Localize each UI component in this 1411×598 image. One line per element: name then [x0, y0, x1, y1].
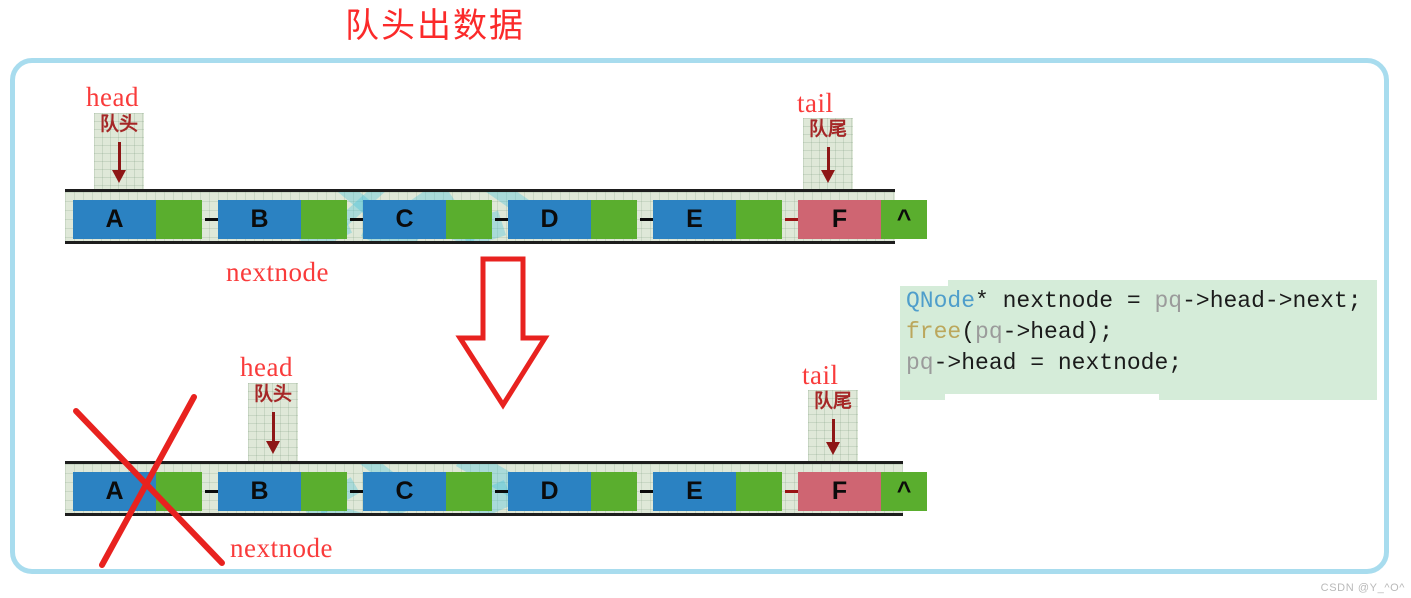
tail-callout-before: 队尾 [803, 118, 853, 189]
node-data-box-tail: F [798, 472, 881, 511]
code-token-obj: pq [1154, 288, 1183, 314]
node-data-box: D [508, 472, 591, 511]
code-token-arrow: -> [933, 350, 962, 376]
tail-callout-arrow [825, 418, 840, 455]
head-callout-arrow [265, 411, 280, 454]
head-callout-arrow [111, 141, 126, 183]
delete-x-icon [73, 394, 225, 568]
code-token-member: head [1209, 288, 1265, 314]
head-callout-before: 队头 [94, 113, 144, 189]
node-pointer-box [301, 200, 347, 239]
code-token-equals: = [1113, 288, 1155, 314]
code-token-arrow: -> [1264, 288, 1293, 314]
code-line-2: free(pq->head); [906, 319, 1113, 345]
code-token-function: free [906, 319, 962, 345]
flow-down-arrow-icon [455, 256, 550, 410]
code-token-paren: ( [961, 319, 976, 345]
node-pointer-box [591, 200, 637, 239]
code-token-semicolon: ; [1347, 288, 1362, 314]
head-label-before: head [86, 82, 139, 112]
node-pointer-box [736, 200, 782, 239]
node-pointer-box [156, 200, 202, 239]
code-snippet: QNode* nextnode = pq->head->next; free(p… [900, 280, 1377, 400]
nextnode-label-before: nextnode [226, 257, 329, 287]
code-token-arrow: -> [1002, 319, 1031, 345]
page-title: 队头出数据 [345, 8, 525, 45]
code-token-equals: = [1016, 350, 1058, 376]
head-label-after: head [240, 352, 293, 382]
head-callout-text: 队头 [99, 114, 138, 135]
nextnode-label-after: nextnode [230, 533, 333, 563]
node-pointer-box [446, 200, 492, 239]
code-token-member: next [1292, 288, 1348, 314]
node-data-box: E [653, 200, 736, 239]
code-notch-bottom [945, 394, 1159, 402]
tail-callout-text: 队尾 [813, 391, 852, 412]
csdn-watermark: CSDN @Y_^O^ [1320, 582, 1405, 594]
linked-list-before: A B C D E F ^ [65, 189, 927, 244]
content-frame [10, 58, 1389, 574]
tail-callout-text: 队尾 [808, 119, 847, 140]
code-token-semicolon: ; [1099, 319, 1114, 345]
code-token-paren: ) [1085, 319, 1100, 345]
node-data-box: B [218, 200, 301, 239]
code-token-var: nextnode [1002, 288, 1114, 314]
head-callout-text: 队头 [253, 384, 292, 405]
code-line-3: pq->head = nextnode; [906, 350, 1182, 376]
node-data-box: D [508, 200, 591, 239]
linked-list-after: A B C D E F ^ [65, 461, 927, 516]
node-data-box: B [218, 472, 301, 511]
node-pointer-box-null: ^ [881, 472, 927, 511]
code-line-1: QNode* nextnode = pq->head->next; [906, 288, 1362, 314]
tail-callout-arrow [820, 146, 835, 183]
code-token-var: nextnode [1057, 350, 1169, 376]
code-token-member: head [1030, 319, 1086, 345]
tail-label-after: tail [802, 360, 839, 390]
code-token-type: QNode [906, 288, 976, 314]
node-pointer-box-null: ^ [881, 200, 927, 239]
code-token-member: head [961, 350, 1017, 376]
code-notch-top [900, 280, 948, 286]
code-token-semicolon: ; [1168, 350, 1183, 376]
code-token-obj: pq [975, 319, 1003, 345]
node-data-box: A [73, 200, 156, 239]
node-pointer-box [736, 472, 782, 511]
node-data-box-tail: F [798, 200, 881, 239]
code-token-obj: pq [906, 350, 934, 376]
node-pointer-box [301, 472, 347, 511]
node-pointer-box [446, 472, 492, 511]
tail-callout-after: 队尾 [808, 390, 858, 461]
head-callout-after: 队头 [248, 383, 298, 461]
node-pointer-box [591, 472, 637, 511]
code-token-arrow: -> [1182, 288, 1210, 314]
code-token-star: * [975, 288, 1003, 314]
tail-label-before: tail [797, 88, 834, 118]
node-data-box: C [363, 472, 446, 511]
node-data-box: E [653, 472, 736, 511]
node-data-box: C [363, 200, 446, 239]
